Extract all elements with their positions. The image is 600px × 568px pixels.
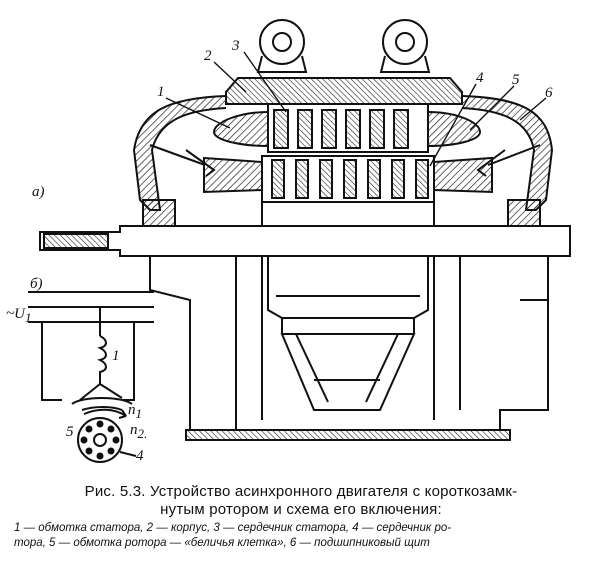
label-part-6: 6 — [545, 85, 553, 101]
view-label-a: а) — [32, 184, 45, 200]
rotor-winding-label: 5 — [66, 424, 74, 440]
supply-voltage-label: ~U1 — [6, 306, 31, 325]
motor-drawing: 1 2 3 4 5 6 а) б) ~U1 1 n1 n2. 5 4 — [6, 19, 571, 464]
caption-legend-line-2: тора, 5 — обмотка ротора — «беличья клет… — [14, 537, 430, 549]
caption-legend-line-1: 1 — обмотка статора, 2 — корпус, 3 — сер… — [14, 522, 452, 534]
shaft — [39, 225, 571, 257]
label-part-2: 2 — [204, 48, 212, 64]
n1-label: n1 — [128, 402, 142, 421]
base — [185, 429, 511, 441]
label-part-5: 5 — [512, 72, 520, 88]
support-frame — [280, 333, 416, 411]
rotor-housing-lower — [267, 256, 429, 319]
rotor-core — [261, 155, 435, 203]
rotor-ring-left — [203, 156, 263, 194]
label-part-1: 1 — [157, 84, 165, 100]
caption-title-line-1: Рис. 5.3. Устройство асинхронного двигат… — [84, 483, 518, 500]
rotor-ring-right — [433, 156, 493, 194]
rotor-symbol — [77, 417, 123, 463]
lifting-eye-right — [379, 19, 431, 73]
rotor-core-label: 4 — [136, 448, 144, 464]
n2-label: n2. — [130, 422, 147, 441]
stator-winding-label: 1 — [112, 348, 120, 364]
view-label-b: б) — [30, 276, 43, 292]
stator-winding-left — [212, 111, 269, 147]
shaft-keyway — [43, 233, 109, 249]
housing-top — [225, 77, 463, 105]
frame-body — [149, 256, 549, 431]
bearing-shield-left — [132, 95, 227, 211]
circuit-diagram — [28, 291, 154, 463]
caption-title-line-2: нутым ротором и схема его включения: — [160, 501, 442, 518]
label-part-3: 3 — [231, 38, 240, 54]
figure-caption-title: Рис. 5.3. Устройство асинхронного двигат… — [14, 483, 588, 519]
label-part-4: 4 — [476, 70, 484, 86]
motor-cross-section: 1 2 3 4 5 6 а) б) ~U1 1 n1 n2. 5 4 — [6, 19, 571, 464]
stator-winding-right — [427, 111, 482, 147]
bearing-shield-right — [461, 95, 554, 211]
figure-caption-legend: 1 — обмотка статора, 2 — корпус, 3 — сер… — [14, 521, 588, 551]
stator-coil — [97, 335, 107, 384]
lifting-eye-left — [256, 19, 308, 73]
stator-core — [267, 103, 429, 153]
